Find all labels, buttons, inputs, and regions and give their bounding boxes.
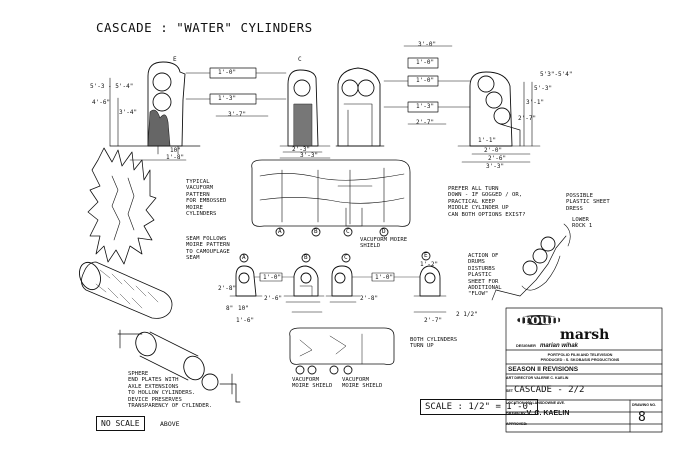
note-seam: SEAM FOLLOWS MOIRE PATTERN TO CAMOUFLAGE… — [186, 236, 230, 262]
note-drums: ACTION OF DRUMS DISTURBS PLASTIC SHEET F… — [468, 253, 502, 298]
dim-label: 2'-3" — [292, 146, 311, 153]
title-block: groundling marsh DESIGNER marian wihak P… — [496, 306, 672, 432]
dim-label: 1'-6" — [236, 317, 255, 324]
location: LOCATION 960 LANSDOWNE AVE. — [506, 401, 566, 405]
art-director: ART DIRECTOR VALERIE C. KAELIN — [506, 376, 569, 380]
dim-label: 1'-3" — [416, 103, 435, 110]
dim-label: 2'-8" — [360, 295, 379, 302]
dim-label: 1'-0" — [416, 59, 435, 66]
dim-label: 2'-7" — [424, 317, 443, 324]
marker-e2: E — [424, 252, 428, 259]
marker-d: D — [382, 228, 386, 235]
dim-label: 1'-3" — [218, 95, 237, 102]
marker-e: E — [173, 56, 177, 63]
dim-label: 2'-7" — [518, 115, 537, 122]
scale-text: SCALE : 1/2" = 1'-0" — [425, 402, 534, 412]
dim-label: 1'-0" — [375, 274, 394, 281]
note-sheet-dress: POSSIBLE PLASTIC SHEET DRESS — [566, 193, 610, 212]
note-shield-br: VACUFORM MOIRE SHIELD — [342, 377, 383, 390]
dim-label: 5'3"-5'4" — [540, 71, 573, 78]
marker-b: B — [314, 228, 318, 235]
scale-box: SCALE : 1/2" = 1'-0" — [420, 399, 539, 415]
dim-label: 2'-6" — [264, 295, 283, 302]
dim-label: 1'-0" — [416, 77, 435, 84]
dimension-boxes-2 — [383, 45, 471, 125]
dim-label: 3'-3" — [300, 152, 319, 159]
dim-label: 2'-7" — [416, 119, 435, 126]
drawn-row: DRAWN BY V. C. KAELIN — [506, 410, 569, 417]
note-turn-up: BOTH CYLINDERS TURN UP — [410, 337, 458, 350]
approved: APPROVED: — [506, 422, 528, 426]
dim-label: 3'-1" — [526, 99, 545, 106]
set-name: CASCADE - 2/2 — [514, 385, 585, 395]
dim-label: 8" — [226, 305, 234, 312]
dim-label: 1'-8" — [166, 154, 185, 161]
marker-c3: C — [344, 254, 348, 261]
designer-name: marian wihak — [540, 343, 579, 349]
dim-label: 1'-0" — [263, 274, 282, 281]
dim-label: 10" — [238, 305, 249, 312]
note-lower-rock: LOWER ROCK 1 — [572, 217, 593, 230]
elevation-4 — [457, 71, 541, 163]
dim-label: 5'-3 - 5'-4" — [90, 83, 134, 90]
vacuform-pattern — [251, 159, 411, 237]
dim-label: 5'-3" — [534, 85, 553, 92]
jagged-shield — [87, 147, 157, 265]
dim-label: 10" — [170, 147, 181, 154]
set-label: SET — [506, 389, 513, 393]
production-info: PORTFOLIO FILM AND TELEVISION PRODUCED :… — [540, 353, 620, 362]
drawing-title: CASCADE : "WATER" CYLINDERS — [96, 20, 313, 35]
note-prefer: PREFER ALL TURN DOWN - IF GOGGED / OR, P… — [448, 186, 526, 218]
note-vacuform: TYPICAL VACUFORM PATTERN FOR EMBOSSED MO… — [186, 179, 227, 218]
set-row: SET CASCADE - 2/2 — [506, 385, 584, 395]
sphere-cylinder-detail — [117, 329, 241, 403]
marker-c: C — [298, 56, 302, 63]
dim-label: 4'-6" — [92, 99, 111, 106]
season-label: SEASON II REVISIONS — [508, 366, 579, 373]
dim-label: 3'-3" — [486, 163, 505, 170]
dim-label: 2 1/2" — [456, 311, 478, 318]
logo-marsh: marsh — [560, 327, 610, 343]
logo-groundling: groundling — [514, 312, 599, 328]
cylinder-roll — [79, 261, 173, 319]
drawn-by: V. C. KAELIN — [526, 410, 570, 417]
drawing-no-label: DRAWING NO. — [632, 403, 657, 407]
no-scale-box: NO SCALE — [96, 416, 145, 431]
bottom-vacuform — [289, 327, 395, 375]
no-scale-text: NO SCALE — [101, 419, 140, 428]
middle-elevations — [229, 251, 447, 313]
dim-label: 2'-0" — [484, 147, 503, 154]
drums-detail — [491, 223, 571, 301]
dim-label: 3'-7" — [228, 111, 247, 118]
dim-label: 1'-2" — [420, 261, 439, 268]
no-scale-above: ABOVE — [160, 420, 180, 428]
drawing-no: 8 — [638, 410, 646, 425]
note-shield-top: VACUFORM MOIRE SHIELD — [360, 237, 408, 250]
dimension-boxes-1 — [185, 67, 287, 117]
dim-label: 1'-0" — [218, 69, 237, 76]
elevation-3 — [335, 67, 385, 147]
note-shield-bl: VACUFORM MOIRE SHIELD — [292, 377, 333, 390]
dim-label: 1'-1" — [478, 137, 497, 144]
marker-c2: C — [346, 228, 350, 235]
designer-label: DESIGNER — [516, 344, 536, 348]
marker-a2: A — [242, 254, 246, 261]
dim-label: 2'-8" — [218, 285, 237, 292]
drawn-label: DRAWN BY — [506, 412, 526, 416]
titleblock-frame — [505, 307, 663, 433]
marker-a: A — [278, 228, 282, 235]
dim-label: 3'-4" — [119, 109, 138, 116]
dim-label: 2'-6" — [488, 155, 507, 162]
dim-label: 3'-0" — [418, 41, 437, 48]
elevation-1 — [109, 61, 201, 161]
marker-b2: B — [304, 254, 308, 261]
note-sphere: SPHERE END PLATES WITH AXLE EXTENSIONS T… — [128, 371, 213, 410]
elevation-2 — [279, 69, 331, 159]
